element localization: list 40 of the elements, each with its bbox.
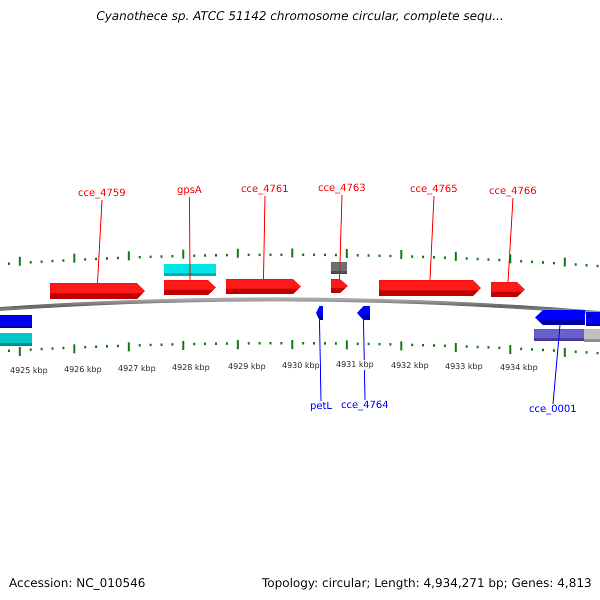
gene-feature	[164, 280, 216, 295]
gene-label: cce_4764	[341, 400, 389, 412]
leader-line	[430, 196, 434, 280]
title: Cyanothece sp. ATCC 51142 chromosome circular, complete sequ...	[95, 9, 505, 23]
leader-line	[363, 320, 366, 400]
gene-label: cce_4765	[410, 184, 458, 196]
leader-line	[189, 196, 190, 280]
leader-line	[319, 320, 322, 402]
gene-feature	[226, 279, 301, 294]
scale-label: 4934 kbp	[500, 363, 538, 373]
scale-label: 4932 kbp	[391, 361, 429, 371]
gene-feature	[379, 280, 481, 296]
gene-feature	[491, 282, 525, 297]
gene-label: gpsA	[177, 185, 202, 197]
scale-label: 4931 kbp	[336, 360, 374, 370]
scale-label: 4930 kbp	[282, 361, 320, 371]
gene-feature	[331, 279, 348, 293]
scale-label: 4926 kbp	[64, 365, 102, 375]
leader-line	[552, 324, 560, 404]
gene-label: cce_4761	[241, 184, 289, 196]
leader-line	[508, 198, 514, 282]
footer-text: Topology: circular; Length: 4,934,271 bp; Genes: 4,813	[262, 576, 592, 590]
gene-feature	[535, 310, 585, 325]
gene-feature	[357, 306, 370, 320]
scale-label: 4928 kbp	[172, 363, 210, 373]
scale-label: 4927 kbp	[118, 364, 156, 374]
scale-label: 4925 kbp	[10, 366, 48, 376]
gene-feature	[316, 306, 323, 320]
scale-label: 4929 kbp	[228, 362, 266, 372]
leader-line	[263, 196, 266, 280]
gene-label: cce_4766	[489, 186, 537, 198]
gene-feature	[50, 283, 145, 299]
gene-label: cce_0001	[529, 404, 577, 416]
scale-label: 4933 kbp	[445, 362, 483, 372]
gene-label: petL	[310, 401, 332, 413]
gene-label: cce_4759	[78, 188, 126, 200]
leader-line	[97, 200, 102, 284]
gene-label: cce_4763	[318, 183, 366, 195]
footer-text: Accession: NC_010546	[9, 576, 146, 590]
leader-line	[339, 194, 342, 280]
